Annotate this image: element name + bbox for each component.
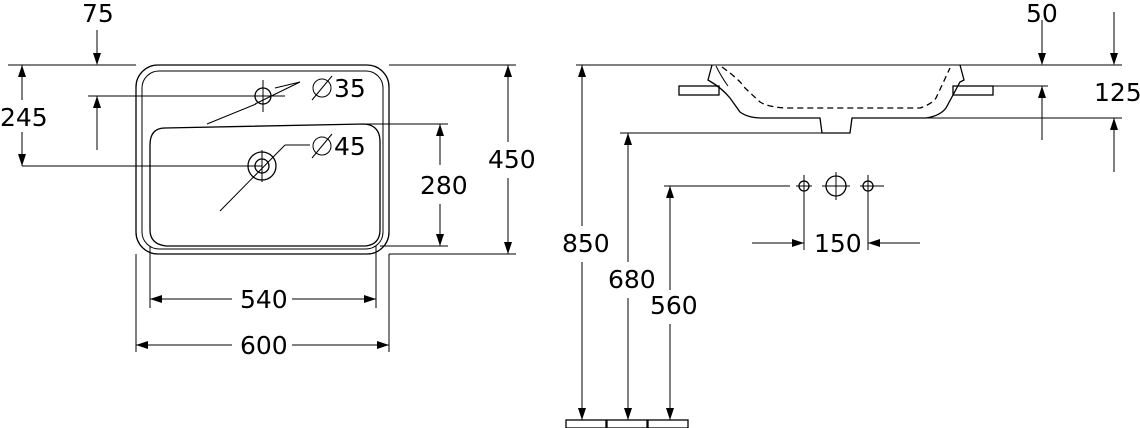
fixing-hole-left [796, 175, 812, 197]
dim-35-label: 35 [334, 74, 366, 103]
dim-diameter-45: 45 [311, 132, 366, 161]
dim-45-label: 45 [334, 132, 366, 161]
dim-75-label: 75 [82, 0, 114, 28]
fixing-hole-right [860, 175, 884, 197]
dim-600-label: 600 [240, 331, 288, 360]
fixing-hole-center [822, 172, 850, 200]
dim-280-label: 280 [420, 171, 468, 200]
countertop-left [678, 85, 720, 96]
dim-diameter-35: 35 [311, 74, 366, 103]
basin-inner-outline [141, 70, 384, 250]
floor-block-1 [565, 419, 607, 428]
bowl-outline [149, 123, 381, 247]
basin-section-inner [721, 66, 951, 109]
side-view: 50 125 850 680 560 [562, 0, 1140, 428]
countertop-right [952, 85, 994, 96]
top-view: 75 245 35 45 280 [0, 0, 536, 360]
basin-section-outer [707, 64, 965, 134]
dim-125-label: 125 [1094, 78, 1140, 107]
dim-680-label: 680 [608, 265, 656, 294]
dim-450-label: 450 [488, 145, 536, 174]
floor-block-3 [647, 419, 689, 428]
dim-850-label: 850 [562, 229, 610, 258]
basin-outer-outline [135, 64, 390, 255]
dim-150-label: 150 [814, 229, 862, 258]
dim-560-label: 560 [650, 291, 698, 320]
floor-block-2 [606, 419, 648, 428]
dim-540-label: 540 [240, 285, 288, 314]
dim-245-label: 245 [0, 103, 48, 132]
dim-50-label: 50 [1026, 0, 1058, 28]
